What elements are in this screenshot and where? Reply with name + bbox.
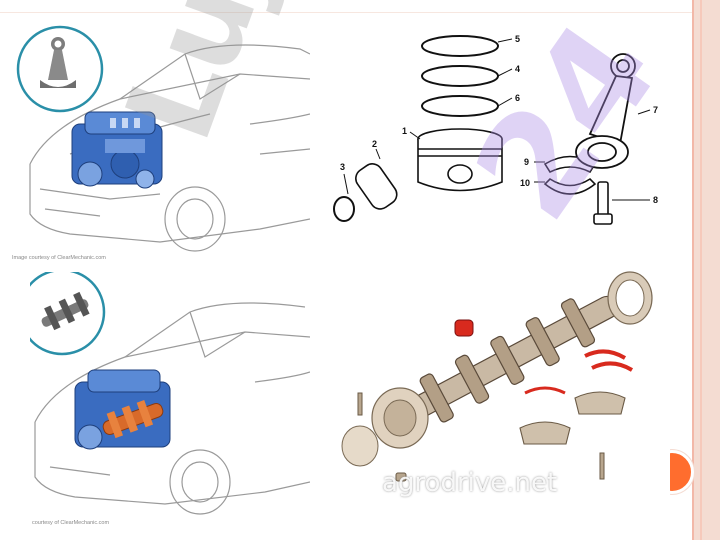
- crankshaft: [401, 295, 619, 423]
- callout-2: 2: [372, 139, 377, 149]
- callout-4: 4: [515, 64, 520, 74]
- panel-car-engine-top: Image courtesy of ClearMechanic.com: [10, 14, 310, 264]
- slide-side-bar: [692, 0, 720, 540]
- callout-1: 1: [402, 126, 407, 136]
- piston: [417, 128, 503, 192]
- piston-exploded-diagram: 1 2 3 4 5 6 7 8 9 10: [333, 34, 658, 225]
- rod-bolt: [593, 181, 613, 225]
- connecting-rod-inset: [16, 25, 104, 113]
- callout-7: 7: [653, 105, 658, 115]
- crankshaft-inset: [30, 272, 106, 356]
- circlip: [333, 196, 355, 222]
- red-oil-seal: [454, 319, 474, 337]
- engine-block-with-crankshaft: [74, 369, 171, 450]
- callout-3: 3: [340, 162, 345, 172]
- crankshaft-icon: [41, 291, 90, 331]
- callout-5: 5: [515, 34, 520, 44]
- car-crankshaft-illustration: courtesy of ClearMechanic.com: [30, 272, 310, 526]
- piston-pin: [355, 163, 398, 210]
- main-bearing-shells: [524, 386, 566, 395]
- flywheel-ring: [607, 271, 653, 325]
- image-caption-top: Image courtesy of ClearMechanic.com: [12, 255, 106, 261]
- crank-pulley: [341, 387, 429, 467]
- bearing-caps: [519, 391, 626, 445]
- piston-ring-5: [421, 35, 499, 57]
- callout-6: 6: [515, 93, 520, 103]
- crankshaft-exploded-diagram: [341, 271, 653, 482]
- image-caption-bottom: courtesy of ClearMechanic.com: [32, 520, 109, 526]
- panel-crankshaft-assembly: [330, 268, 670, 498]
- bolts: [357, 392, 605, 482]
- connecting-rod-icon: [40, 37, 76, 88]
- panel-car-engine-bottom: courtesy of ClearMechanic.com: [30, 272, 310, 530]
- car-engine-illustration: Image courtesy of ClearMechanic.com: [12, 25, 310, 261]
- connecting-rod: [575, 53, 636, 169]
- thrust-washers: [584, 349, 634, 372]
- top-rule: [0, 12, 694, 13]
- callout-10: 10: [520, 178, 530, 188]
- panel-piston-assembly: 1 2 3 4 5 6 7 8 9 10: [320, 14, 690, 264]
- callout-9: 9: [524, 157, 529, 167]
- crankshaft-highlight: [102, 400, 164, 439]
- callout-8: 8: [653, 195, 658, 205]
- engine-block: [71, 111, 163, 189]
- piston-ring-4: [421, 65, 499, 87]
- piston-ring-6: [421, 95, 499, 117]
